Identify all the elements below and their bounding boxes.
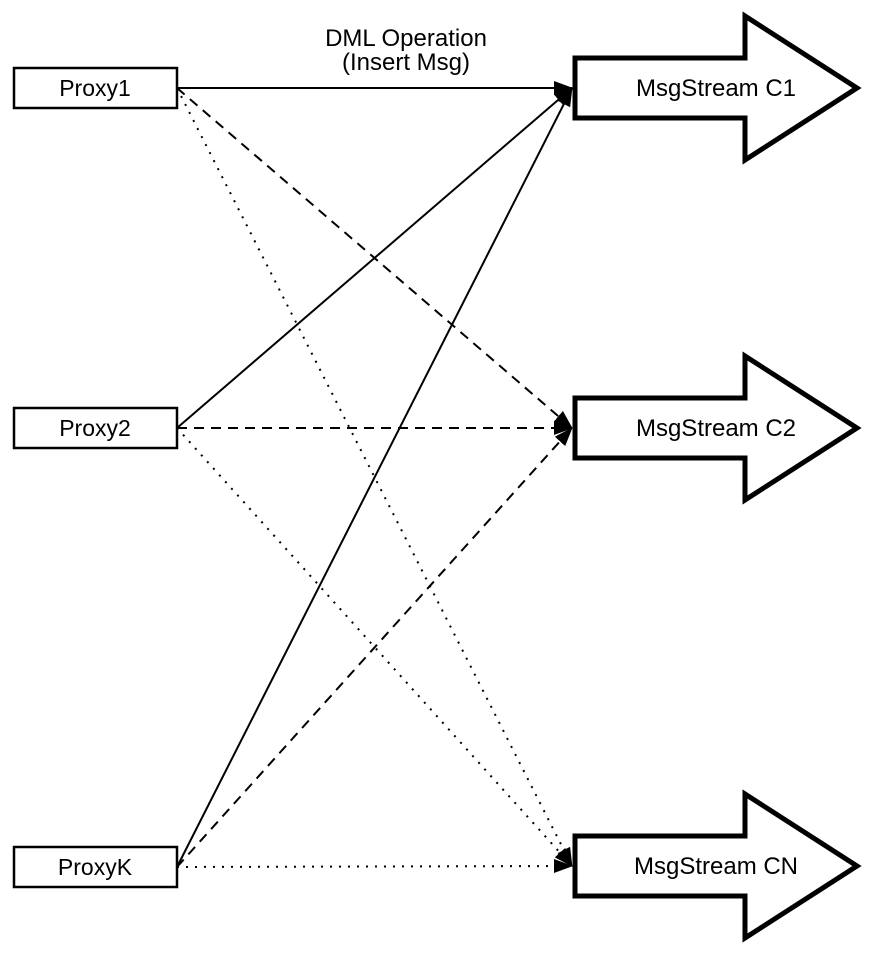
proxyk-label: ProxyK — [58, 854, 133, 880]
edge-proxyk-to-msgstream-c1 — [176, 87, 573, 868]
proxyk-box — [12, 845, 179, 889]
dml-operation-label-line1: DML Operation — [325, 25, 487, 52]
proxy1-box — [12, 66, 179, 110]
dml-operation-label-line2: (Insert Msg) — [342, 49, 470, 76]
stream-node-c2: MsgStream C2 — [572, 351, 862, 505]
msgstream-cn-label: MsgStream CN — [634, 853, 798, 880]
proxy1-label: Proxy1 — [59, 75, 131, 101]
edge-proxy1-to-msgstream-cn — [176, 87, 573, 867]
edge-lines — [176, 81, 573, 874]
msgstream-c2-arrow-shape — [572, 351, 862, 505]
edge-proxy2-to-msgstream-c1 — [176, 87, 573, 429]
stream-node-cn: MsgStream CN — [572, 789, 862, 943]
proxy2-box — [12, 406, 179, 450]
edge-proxyk-to-msgstream-c2 — [176, 427, 573, 868]
edge-proxyk-to-msgstream-cn — [176, 859, 573, 874]
msgstream-c1-label: MsgStream C1 — [636, 75, 796, 102]
msgstream-cn-arrow-shape — [572, 789, 862, 943]
stream-node-c1: MsgStream C1 — [572, 11, 862, 165]
msgstream-c2-label: MsgStream C2 — [636, 415, 796, 442]
msgstream-c1-arrow-shape — [572, 11, 862, 165]
proxy-node-k: ProxyK — [12, 845, 179, 889]
proxy2-label: Proxy2 — [59, 415, 131, 441]
proxy-node-1: Proxy1 — [12, 66, 179, 110]
proxy-node-2: Proxy2 — [12, 406, 179, 450]
